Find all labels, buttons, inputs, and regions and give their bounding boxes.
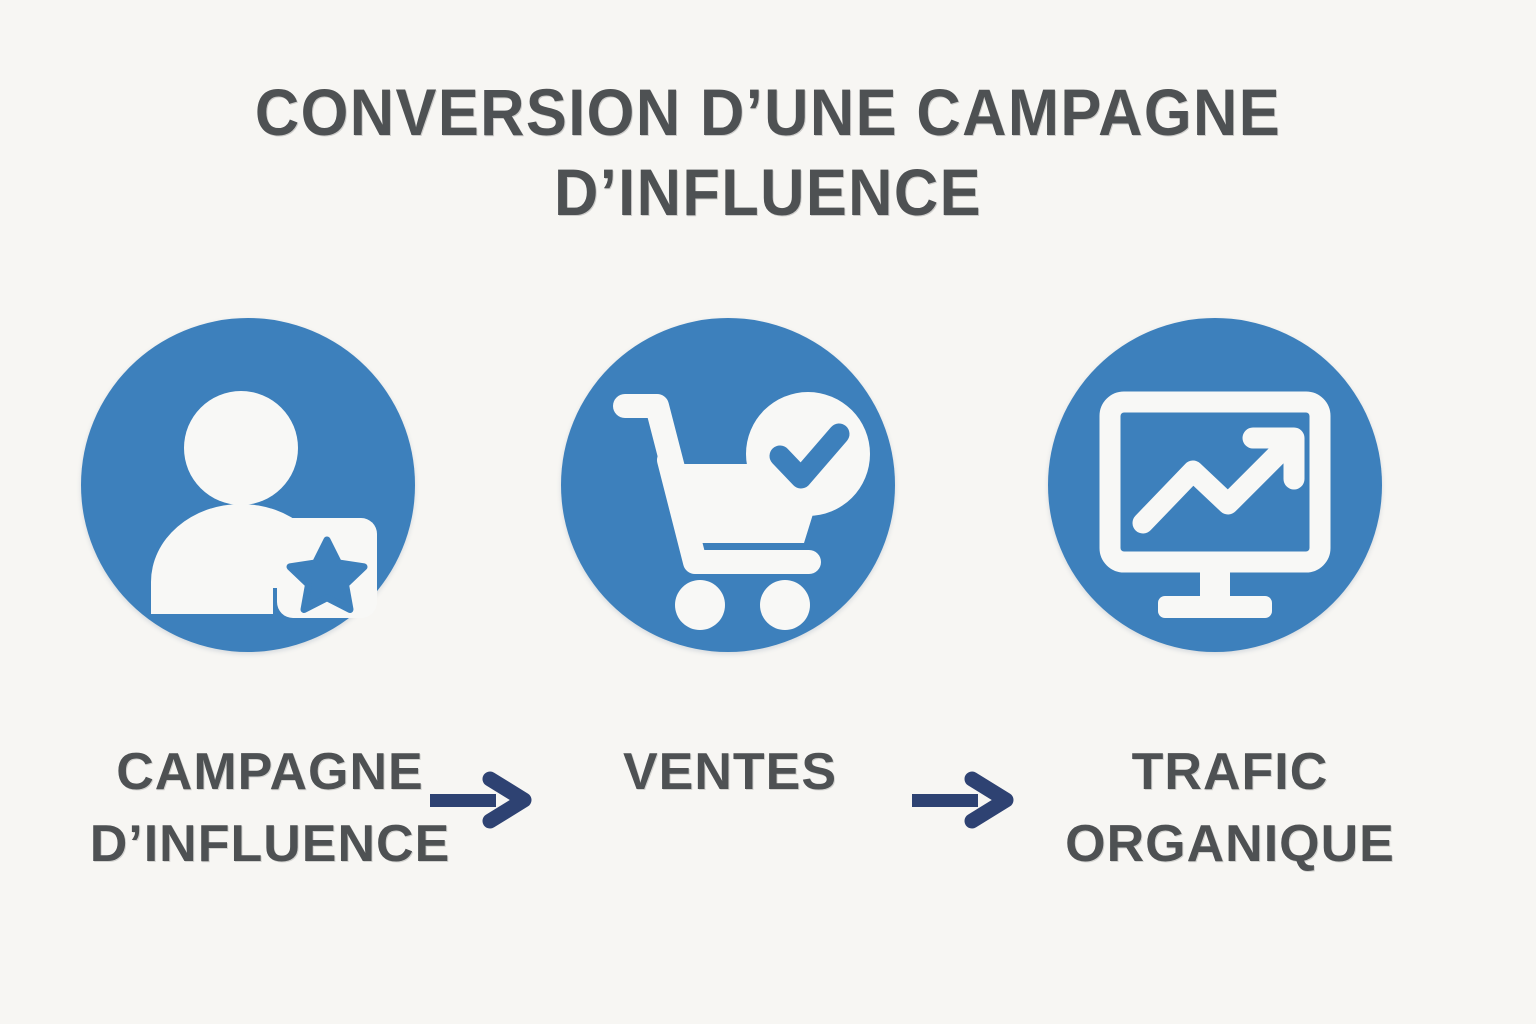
step-2-circle (561, 318, 895, 652)
step-1-circle (81, 318, 415, 652)
monitor-trending-up-icon (1099, 391, 1331, 618)
step-3-label-line-2: ORGANIQUE (1065, 815, 1395, 873)
page-title: CONVERSION D’UNE CAMPAGNE D’INFLUENCE (0, 72, 1536, 232)
page-title-line-2: D’INFLUENCE (554, 155, 982, 229)
step-1-label: CAMPAGNE D’INFLUENCE (20, 736, 520, 880)
flow-step-2[interactable] (558, 310, 898, 670)
page-title-line-1: CONVERSION D’UNE CAMPAGNE (254, 75, 1282, 149)
step-2-label-line-1: VENTES (622, 743, 838, 801)
shopping-cart-check-icon (613, 392, 870, 630)
flow-step-3[interactable] (1045, 310, 1385, 670)
step-2-label: VENTES (540, 736, 920, 808)
step-3-label: TRAFIC ORGANIQUE (1000, 736, 1460, 880)
arrow-right-2-icon (910, 765, 1020, 835)
person-star-badge-icon (151, 391, 377, 618)
step-3-label-line-1: TRAFIC (1131, 743, 1329, 801)
step-labels: CAMPAGNE D’INFLUENCE VENTES TRAFIC ORGAN… (0, 736, 1536, 936)
step-1-label-line-2: D’INFLUENCE (89, 815, 451, 873)
step-3-circle (1048, 318, 1382, 652)
process-flow (0, 310, 1536, 829)
step-1-label-line-1: CAMPAGNE (116, 743, 424, 801)
arrow-right-1-icon (428, 765, 538, 835)
flow-step-1[interactable] (78, 310, 418, 670)
